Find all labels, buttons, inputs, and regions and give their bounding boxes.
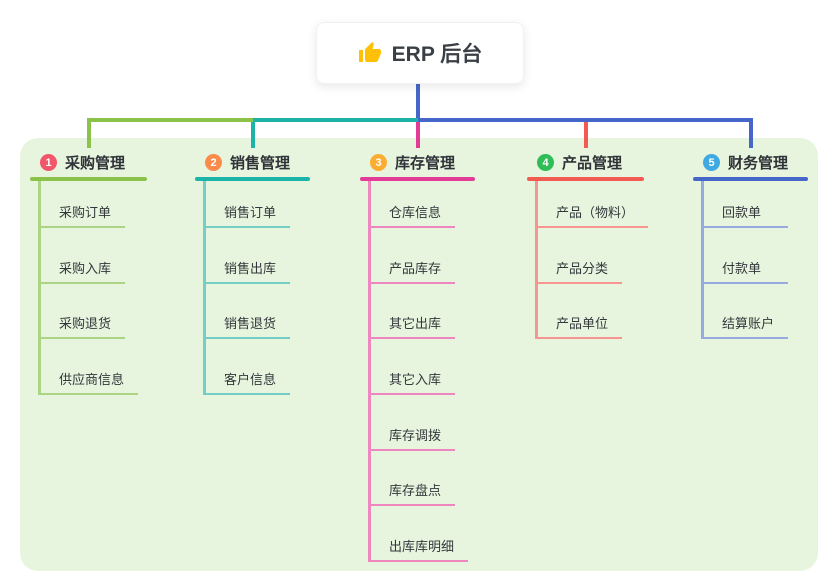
child-node[interactable]: 其它入库 — [371, 339, 456, 396]
child-node-label: 销售出库 — [224, 260, 277, 276]
connector-horizontal — [252, 118, 418, 122]
child-node[interactable]: 销售订单 — [206, 181, 291, 228]
branch-drop-line — [748, 118, 753, 148]
child-node-label: 销售订单 — [224, 205, 277, 220]
child-node-label: 仓库信息 — [389, 205, 442, 220]
child-node[interactable]: 产品单位 — [538, 284, 623, 340]
child-node-label: 供应商信息 — [59, 372, 125, 388]
child-node[interactable]: 其它出库 — [371, 284, 456, 340]
child-node[interactable]: 仓库信息 — [371, 181, 456, 228]
child-node[interactable]: 出库库明细 — [371, 506, 469, 563]
branch-number-badge: 1 — [40, 154, 57, 171]
connector-horizontal — [88, 118, 253, 122]
branch-title-label: 库存管理 — [395, 155, 456, 172]
branch-title-label: 采购管理 — [65, 155, 126, 172]
branch-column: 1 采购管理 采购订单 采购入库 采购退货 供应商信息 — [30, 148, 147, 396]
child-node[interactable]: 采购订单 — [41, 181, 126, 228]
branch-children: 回款单 付款单 结算账户 — [701, 181, 789, 340]
child-node-label: 其它入库 — [389, 372, 442, 388]
branch-children: 采购订单 采购入库 采购退货 供应商信息 — [38, 181, 139, 396]
child-node-label: 采购订单 — [59, 205, 112, 220]
branch-number-badge: 4 — [537, 154, 554, 171]
branch-drop-line — [583, 118, 588, 148]
branch-title[interactable]: 5 财务管理 — [693, 148, 808, 177]
branch-underline — [195, 177, 310, 181]
branch-children: 产品（物料） 产品分类 产品单位 — [535, 181, 649, 340]
branches-panel — [20, 138, 818, 571]
child-node[interactable]: 库存盘点 — [371, 451, 456, 507]
branch-column: 2 销售管理 销售订单 销售出库 销售退货 客户信息 — [195, 148, 310, 396]
connector-horizontal — [417, 118, 753, 122]
child-node-label: 产品库存 — [389, 260, 442, 276]
child-node[interactable]: 结算账户 — [704, 284, 789, 340]
branch-underline — [693, 177, 808, 181]
branch-title[interactable]: 2 销售管理 — [195, 148, 310, 177]
branch-column: 4 产品管理 产品（物料） 产品分类 产品单位 — [527, 148, 649, 340]
child-node[interactable]: 客户信息 — [206, 339, 291, 396]
branch-children: 销售订单 销售出库 销售退货 客户信息 — [203, 181, 291, 396]
child-node-label: 回款单 — [722, 205, 762, 220]
branch-title-label: 销售管理 — [230, 155, 291, 172]
root-node[interactable]: ERP 后台 — [316, 22, 524, 84]
branch-title[interactable]: 4 产品管理 — [527, 148, 644, 177]
branch-number-badge: 5 — [703, 154, 720, 171]
child-node[interactable]: 产品（物料） — [538, 181, 649, 228]
child-node[interactable]: 付款单 — [704, 228, 788, 284]
child-node[interactable]: 回款单 — [704, 181, 788, 228]
branch-drop-line — [415, 118, 420, 148]
child-node[interactable]: 产品分类 — [538, 228, 623, 284]
child-node-label: 库存调拨 — [389, 427, 442, 443]
root-connector-line — [415, 82, 420, 122]
child-node-label: 产品单位 — [556, 316, 609, 332]
branch-title-label: 产品管理 — [562, 155, 623, 172]
child-node-label: 客户信息 — [224, 372, 277, 388]
thumbs-up-icon — [358, 41, 382, 65]
branch-underline — [30, 177, 147, 181]
child-node-label: 产品（物料） — [556, 205, 635, 220]
branch-title-label: 财务管理 — [728, 155, 789, 172]
child-node-label: 付款单 — [722, 260, 762, 276]
branch-drop-line — [250, 118, 255, 148]
branch-children: 仓库信息 产品库存 其它出库 其它入库 库存调拨 库存盘点 出库库明细 — [368, 181, 469, 563]
child-node-label: 结算账户 — [722, 316, 775, 332]
child-node[interactable]: 供应商信息 — [41, 339, 139, 396]
child-node-label: 产品分类 — [556, 260, 609, 276]
branch-title[interactable]: 3 库存管理 — [360, 148, 475, 177]
branch-column: 3 库存管理 仓库信息 产品库存 其它出库 其它入库 库存调拨 库存盘点 出库库… — [360, 148, 475, 563]
branch-number-badge: 3 — [370, 154, 387, 171]
child-node[interactable]: 采购入库 — [41, 228, 126, 284]
branch-column: 5 财务管理 回款单 付款单 结算账户 — [693, 148, 808, 340]
root-title: ERP 后台 — [391, 43, 483, 66]
child-node[interactable]: 销售出库 — [206, 228, 291, 284]
child-node-label: 销售退货 — [224, 316, 277, 332]
child-node-label: 采购退货 — [59, 316, 112, 332]
child-node-label: 其它出库 — [389, 316, 442, 332]
child-node-label: 出库库明细 — [389, 539, 455, 555]
branch-drop-line — [86, 118, 91, 148]
child-node[interactable]: 库存调拨 — [371, 395, 456, 451]
branch-underline — [360, 177, 475, 181]
child-node[interactable]: 产品库存 — [371, 228, 456, 284]
branch-title[interactable]: 1 采购管理 — [30, 148, 147, 177]
child-node-label: 采购入库 — [59, 260, 112, 276]
child-node[interactable]: 销售退货 — [206, 284, 291, 340]
child-node-label: 库存盘点 — [389, 483, 442, 499]
child-node[interactable]: 采购退货 — [41, 284, 126, 340]
branch-number-badge: 2 — [205, 154, 222, 171]
branch-underline — [527, 177, 644, 181]
